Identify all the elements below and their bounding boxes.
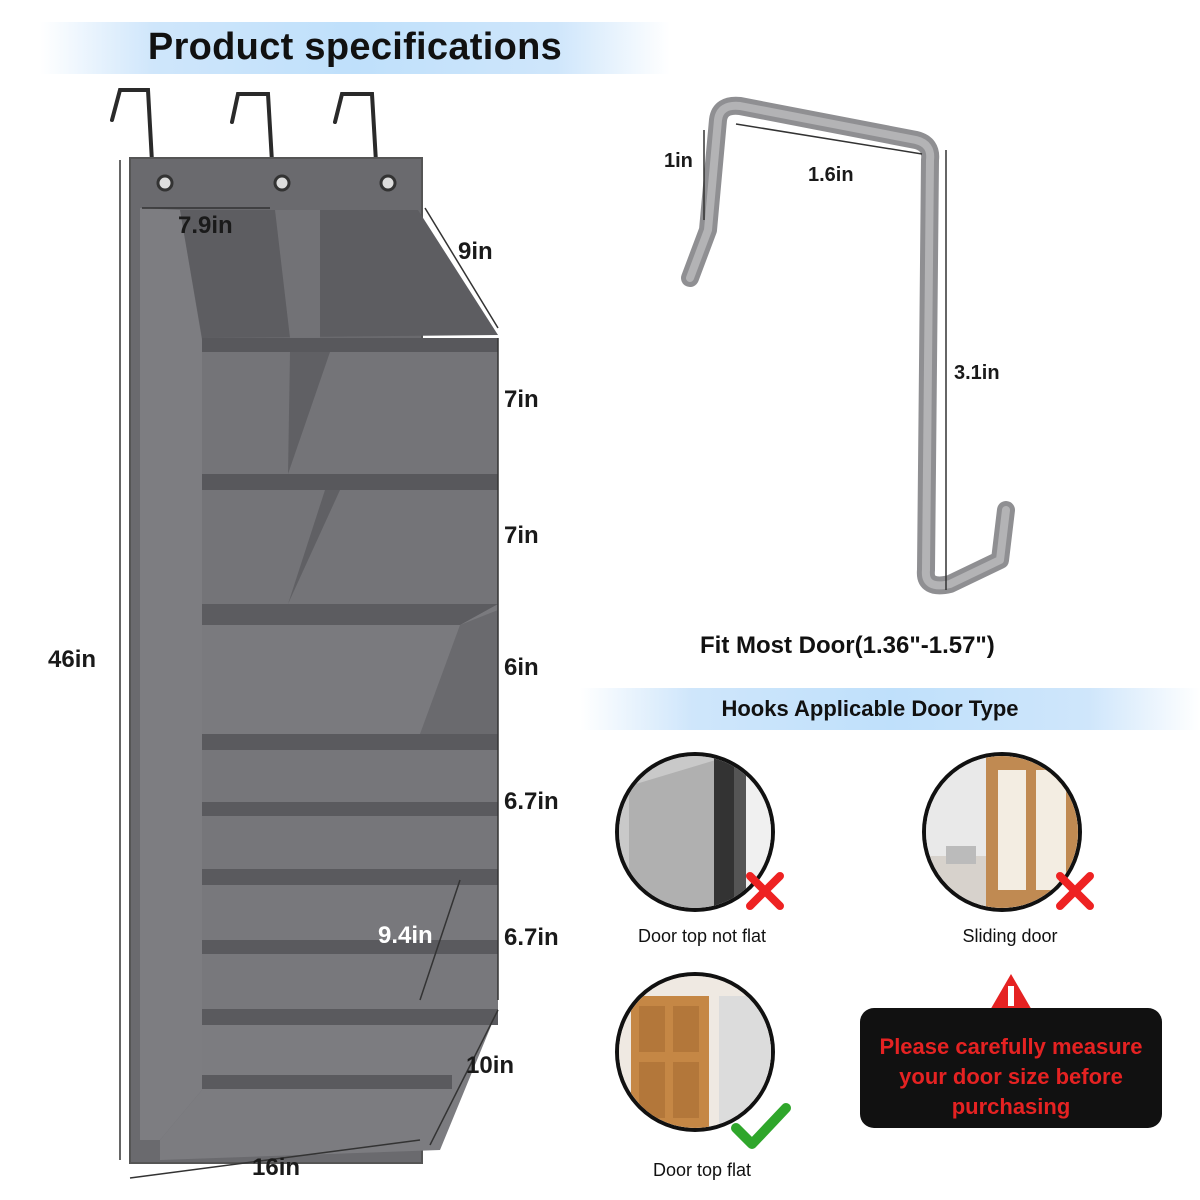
top-hooks-icon (110, 88, 378, 164)
door-caption: Sliding door (962, 926, 1058, 946)
hook-dimension-lines (703, 123, 947, 590)
sliding-door-image (922, 752, 1082, 912)
check-icon (731, 1103, 791, 1149)
warning-line1: Please carefully measure (879, 1034, 1143, 1059)
cross-icon (746, 872, 784, 910)
page-title: Product specifications (147, 26, 563, 68)
door-type-title: Hooks Applicable Door Type (721, 696, 1019, 721)
dim-row4: 6.7in (504, 788, 559, 815)
warning-line3: purchasing (951, 1094, 1071, 1119)
hook-dim-width: 1.6in (808, 164, 854, 186)
hook-dim-top: 1in (664, 150, 693, 172)
dim-width: 16in (252, 1154, 301, 1181)
dim-bottom-depth: 10in (466, 1052, 515, 1079)
fit-door-text: Fit Most Door(1.36"-1.57") (700, 632, 995, 659)
dimension-lines (119, 160, 499, 1179)
dim-height: 46in (48, 646, 97, 673)
dim-row5: 6.7in (504, 924, 559, 951)
dim-row1: 7in (504, 386, 539, 413)
warning-text: Please carefully measure your door size … (860, 1032, 1162, 1122)
dim-row3: 6in (504, 654, 539, 681)
dim-top-width: 7.9in (178, 212, 233, 239)
title-banner (40, 22, 670, 74)
door-top-not-flat-image (615, 752, 775, 912)
grommets-icon (156, 174, 397, 192)
hook-dim-drop: 3.1in (954, 362, 1000, 384)
dim-diagonal: 9.4in (378, 922, 433, 949)
dim-top-depth: 9in (458, 238, 493, 265)
hook-illustration (681, 96, 1015, 595)
warning-line2: your door size before (899, 1064, 1123, 1089)
cross-icon (1056, 872, 1094, 910)
door-caption: Door top flat (652, 1160, 752, 1180)
door-type-banner (580, 688, 1200, 730)
pockets (160, 338, 498, 1160)
dim-row2: 7in (504, 522, 539, 549)
warning-box (860, 1008, 1162, 1128)
organizer-illustration (110, 88, 499, 1179)
door-caption: Door top not flat (637, 926, 767, 946)
door-top-flat-image (615, 972, 775, 1132)
